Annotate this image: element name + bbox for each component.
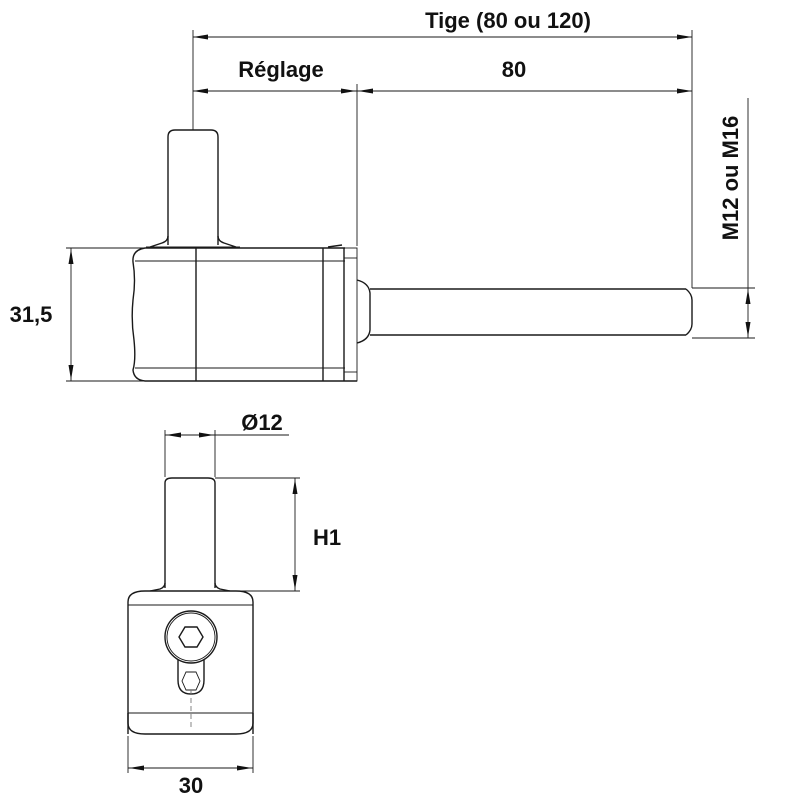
dimension-h1 bbox=[215, 477, 300, 592]
label-tige: Tige (80 ou 120) bbox=[425, 8, 591, 33]
hex-socket-small-icon bbox=[181, 671, 201, 691]
front-body bbox=[127, 590, 254, 735]
threaded-rod bbox=[356, 279, 693, 344]
dimension-tige bbox=[192, 30, 693, 288]
front-view bbox=[127, 477, 254, 735]
dimension-width-body bbox=[127, 736, 254, 773]
lock-screw bbox=[177, 660, 205, 730]
dimension-diameter bbox=[164, 430, 289, 477]
top-pin bbox=[146, 129, 240, 248]
adjust-screw bbox=[164, 610, 218, 664]
hex-socket-icon bbox=[178, 626, 204, 648]
label-reglage: Réglage bbox=[238, 57, 324, 82]
label-thread: M12 ou M16 bbox=[718, 116, 743, 241]
dimension-reglage-80 bbox=[193, 84, 692, 246]
dimension-thread bbox=[692, 98, 755, 339]
dimension-height-body bbox=[66, 247, 145, 382]
label-diameter: Ø12 bbox=[241, 410, 283, 435]
label-height-body: 31,5 bbox=[10, 302, 53, 327]
label-80: 80 bbox=[502, 57, 526, 82]
front-pin bbox=[143, 477, 237, 592]
body-block bbox=[131, 244, 358, 382]
label-width-body: 30 bbox=[179, 773, 203, 798]
side-view bbox=[131, 129, 693, 382]
label-h1: H1 bbox=[313, 525, 341, 550]
